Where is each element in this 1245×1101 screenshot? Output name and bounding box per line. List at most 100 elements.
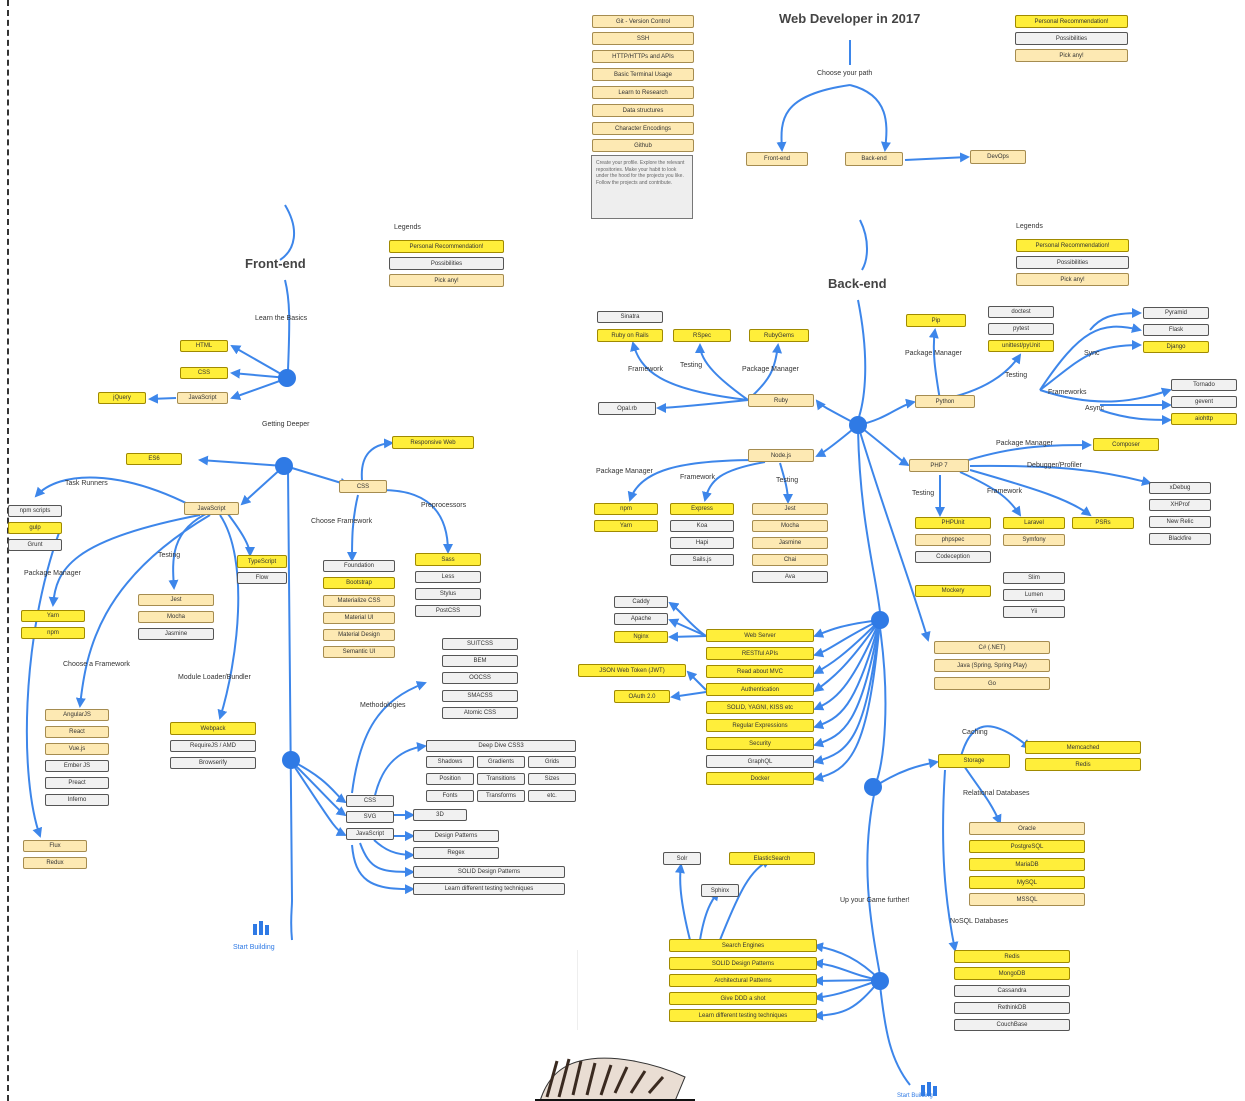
be-sinatra[interactable]: Sinatra bbox=[597, 311, 663, 323]
be-sphinx[interactable]: Sphinx bbox=[701, 884, 739, 897]
fe-etc[interactable]: etc. bbox=[528, 790, 576, 802]
be-new-relic[interactable]: New Relic bbox=[1149, 516, 1211, 528]
be-security[interactable]: Security bbox=[706, 737, 814, 750]
be-django[interactable]: Django bbox=[1143, 341, 1209, 353]
be-lumen[interactable]: Lumen bbox=[1003, 589, 1065, 601]
be-authentication[interactable]: Authentication bbox=[706, 683, 814, 696]
be-slim[interactable]: Slim bbox=[1003, 572, 1065, 584]
fe-redux[interactable]: Redux bbox=[23, 857, 87, 869]
be-node-ava[interactable]: Ava bbox=[752, 571, 828, 583]
be-php7[interactable]: PHP 7 bbox=[909, 459, 969, 472]
be-codeception[interactable]: Codeception bbox=[915, 551, 991, 563]
path-backend[interactable]: Back-end bbox=[845, 152, 903, 166]
be-node-yarn[interactable]: Yarn bbox=[594, 520, 658, 532]
be-opal-rb[interactable]: Opal.rb bbox=[598, 402, 656, 415]
fe-deep-javascript[interactable]: JavaScript bbox=[346, 828, 394, 840]
fe-gulp[interactable]: gulp bbox=[8, 522, 62, 534]
be-doctest[interactable]: doctest bbox=[988, 306, 1054, 318]
be-ruby-on-rails[interactable]: Ruby on Rails bbox=[597, 329, 663, 342]
fe-responsive-web[interactable]: Responsive Web bbox=[392, 436, 474, 449]
be-rspec[interactable]: RSpec bbox=[673, 329, 731, 342]
be-give-ddd[interactable]: Give DDD a shot bbox=[669, 992, 817, 1005]
fe-grunt[interactable]: Grunt bbox=[8, 539, 62, 551]
fe-semantic-ui[interactable]: Semantic UI bbox=[323, 646, 395, 658]
be-go[interactable]: Go bbox=[934, 677, 1050, 690]
be-phpunit[interactable]: PHPUnit bbox=[915, 517, 991, 529]
be-apache[interactable]: Apache bbox=[614, 613, 668, 625]
be-caddy[interactable]: Caddy bbox=[614, 596, 668, 608]
fe-smacss[interactable]: SMACSS bbox=[442, 690, 518, 702]
be-pip[interactable]: Pip bbox=[906, 314, 966, 327]
be-search-engines[interactable]: Search Engines bbox=[669, 939, 817, 952]
fe-shadows[interactable]: Shadows bbox=[426, 756, 474, 768]
be-memcached[interactable]: Memcached bbox=[1025, 741, 1141, 754]
be-jwt[interactable]: JSON Web Token (JWT) bbox=[578, 664, 686, 677]
fe-typescript[interactable]: TypeScript bbox=[237, 555, 287, 568]
fe-material-ui[interactable]: Material UI bbox=[323, 612, 395, 624]
be-node-npm[interactable]: npm bbox=[594, 503, 658, 515]
be-blackfire[interactable]: Blackfire bbox=[1149, 533, 1211, 545]
fe-angularjs[interactable]: AngularJS bbox=[45, 709, 109, 721]
fe-materialize[interactable]: Materialize CSS bbox=[323, 595, 395, 607]
be-nodejs[interactable]: Node.js bbox=[748, 449, 814, 462]
fe-sizes[interactable]: Sizes bbox=[528, 773, 576, 785]
be-pytest[interactable]: pytest bbox=[988, 323, 1054, 335]
be-node-chai[interactable]: Chai bbox=[752, 554, 828, 566]
be-oauth[interactable]: OAuth 2.0 bbox=[614, 690, 670, 703]
fe-html[interactable]: HTML bbox=[180, 340, 228, 352]
fe-regex[interactable]: Regex bbox=[413, 847, 499, 859]
be-web-server[interactable]: Web Server bbox=[706, 629, 814, 642]
be-mariadb[interactable]: MariaDB bbox=[969, 858, 1085, 871]
fe-browserify[interactable]: Browserify bbox=[170, 757, 256, 769]
be-solid-patterns[interactable]: SOLID Design Patterns bbox=[669, 957, 817, 970]
fe-suitcss[interactable]: SUITCSS bbox=[442, 638, 518, 650]
be-redis-nosql[interactable]: Redis bbox=[954, 950, 1070, 963]
fe-postcss[interactable]: PostCSS bbox=[415, 605, 481, 617]
fe-css[interactable]: CSS bbox=[339, 480, 387, 493]
fe-grids[interactable]: Grids bbox=[528, 756, 576, 768]
be-phpspec[interactable]: phpspec bbox=[915, 534, 991, 546]
be-pyramid[interactable]: Pyramid bbox=[1143, 307, 1209, 319]
be-mysql[interactable]: MySQL bbox=[969, 876, 1085, 889]
fe-less[interactable]: Less bbox=[415, 571, 481, 583]
be-restful-apis[interactable]: RESTful APIs bbox=[706, 647, 814, 660]
be-sailsjs[interactable]: Sails.js bbox=[670, 554, 734, 566]
fe-inferno[interactable]: Inferno bbox=[45, 794, 109, 806]
be-read-mvc[interactable]: Read about MVC bbox=[706, 665, 814, 678]
be-solid-yagni[interactable]: SOLID, YAGNI, KISS etc bbox=[706, 701, 814, 714]
fe-fonts[interactable]: Fonts bbox=[426, 790, 474, 802]
be-composer[interactable]: Composer bbox=[1093, 438, 1159, 451]
fe-flux[interactable]: Flux bbox=[23, 840, 87, 852]
be-node-mocha[interactable]: Mocha bbox=[752, 520, 828, 532]
fe-sass[interactable]: Sass bbox=[415, 553, 481, 566]
be-unittest[interactable]: unittest/pyUnit bbox=[988, 340, 1054, 352]
fe-javascript-basic[interactable]: JavaScript bbox=[177, 392, 228, 404]
be-cassandra[interactable]: Cassandra bbox=[954, 985, 1070, 997]
be-psrs[interactable]: PSRs bbox=[1072, 517, 1134, 529]
be-regular-expressions[interactable]: Regular Expressions bbox=[706, 719, 814, 732]
be-mssql[interactable]: MSSQL bbox=[969, 893, 1085, 906]
be-aiohttp[interactable]: aiohttp bbox=[1171, 413, 1237, 425]
fe-bem[interactable]: BEM bbox=[442, 655, 518, 667]
fe-css-basic[interactable]: CSS bbox=[180, 367, 228, 379]
fe-mocha[interactable]: Mocha bbox=[138, 611, 214, 623]
fe-jest[interactable]: Jest bbox=[138, 594, 214, 606]
be-python[interactable]: Python bbox=[915, 395, 975, 408]
be-rethinkdb[interactable]: RethinkDB bbox=[954, 1002, 1070, 1014]
fe-es6[interactable]: ES6 bbox=[126, 453, 182, 465]
fe-webpack[interactable]: Webpack bbox=[170, 722, 256, 735]
fe-position[interactable]: Position bbox=[426, 773, 474, 785]
fe-yarn[interactable]: Yarn bbox=[21, 610, 85, 622]
fe-testing-techniques[interactable]: Learn different testing techniques bbox=[413, 883, 565, 895]
fe-flow[interactable]: Flow bbox=[237, 572, 287, 584]
fe-atomic-css[interactable]: Atomic CSS bbox=[442, 707, 518, 719]
be-tornado[interactable]: Tornado bbox=[1171, 379, 1237, 391]
be-csharp[interactable]: C# (.NET) bbox=[934, 641, 1050, 654]
be-node-jasmine[interactable]: Jasmine bbox=[752, 537, 828, 549]
fe-design-patterns[interactable]: Design Patterns bbox=[413, 830, 499, 842]
be-nginx[interactable]: Nginx bbox=[614, 631, 668, 643]
be-mockery[interactable]: Mockery bbox=[915, 585, 991, 597]
be-symfony[interactable]: Symfony bbox=[1003, 534, 1065, 546]
be-java[interactable]: Java (Spring, Spring Play) bbox=[934, 659, 1050, 672]
be-docker[interactable]: Docker bbox=[706, 772, 814, 785]
